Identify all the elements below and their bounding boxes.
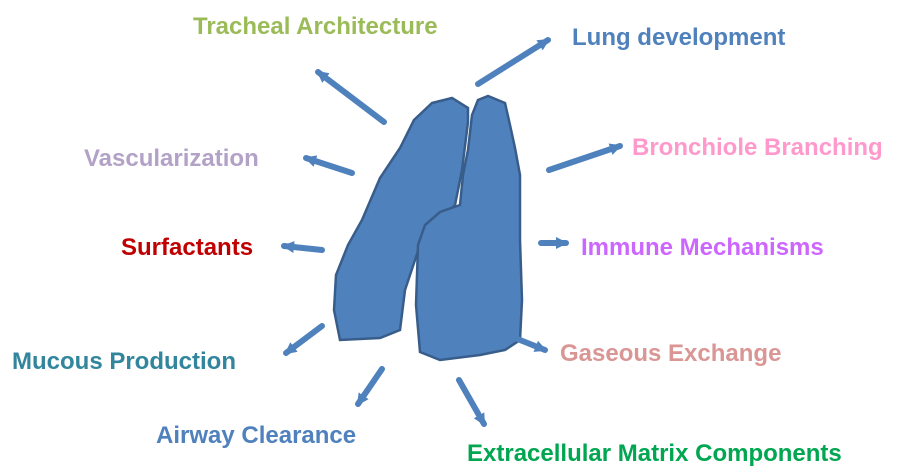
label-lung-development: Lung development: [572, 26, 785, 50]
arrow-mucous: [286, 326, 322, 353]
label-surfactants: Surfactants: [121, 236, 253, 260]
label-bronchiole-branching: Bronchiole Branching: [632, 136, 883, 160]
arrow-ecm: [459, 380, 484, 424]
label-vascularization: Vascularization: [84, 147, 259, 171]
label-mucous-production: Mucous Production: [12, 350, 236, 374]
arrow-tracheal: [318, 72, 384, 122]
arrow-surfactants: [284, 246, 322, 250]
arrow-bronchiole: [549, 146, 620, 170]
arrow-lung-development: [478, 40, 548, 84]
label-immune-mechanisms: Immune Mechanisms: [581, 236, 824, 260]
label-tracheal-architecture: Tracheal Architecture: [193, 15, 438, 39]
label-airway-clearance: Airway Clearance: [156, 424, 356, 448]
arrow-vascularization: [306, 158, 352, 173]
label-gaseous-exchange: Gaseous Exchange: [560, 342, 781, 366]
label-extracellular-matrix: Extracellular Matrix Components: [467, 442, 842, 466]
arrow-airway: [358, 369, 382, 404]
